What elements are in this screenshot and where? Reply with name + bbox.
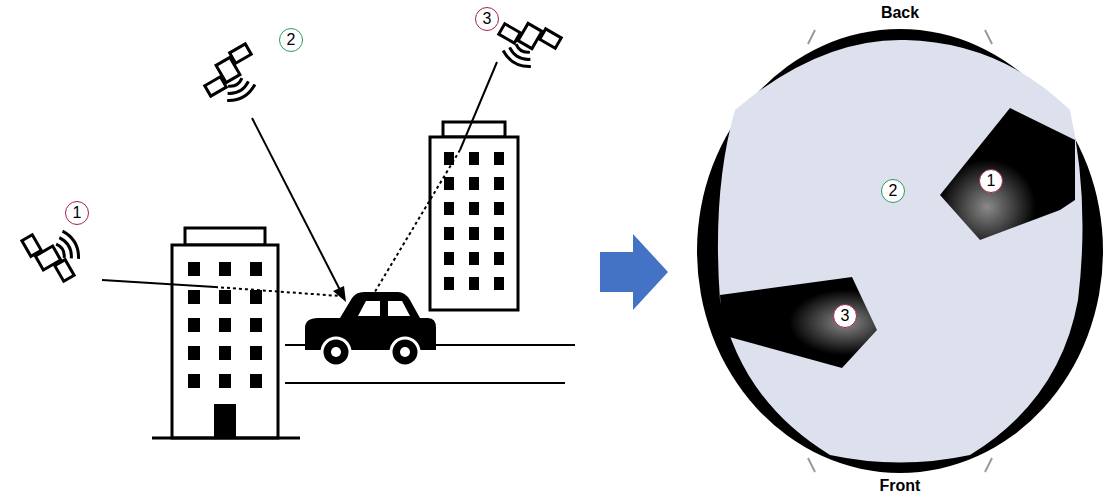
signal-line — [460, 62, 497, 150]
building — [152, 228, 300, 438]
blocked-signal-line — [370, 150, 460, 300]
callout-text: 3 — [841, 308, 850, 324]
satellite — [490, 10, 561, 77]
callout-number: 2 — [881, 179, 905, 203]
arrow-head — [333, 286, 346, 302]
callout-text: 3 — [483, 11, 492, 27]
callout-text: 2 — [889, 183, 898, 199]
signal-line — [252, 118, 340, 290]
blocked-signal-line — [215, 287, 340, 296]
direction-label: Front — [880, 477, 921, 495]
satellite — [22, 218, 89, 289]
block-arrow — [600, 234, 668, 310]
callout-number: 3 — [475, 7, 499, 31]
callout-number: 2 — [279, 28, 303, 52]
building — [430, 122, 518, 310]
sky-image — [697, 29, 1103, 473]
callout-number: 1 — [65, 201, 89, 225]
car — [305, 292, 436, 366]
road-line — [285, 382, 565, 384]
signal-line — [102, 280, 215, 287]
callout-text: 1 — [987, 173, 996, 189]
satellite — [197, 44, 268, 111]
direction-label: Back — [881, 4, 919, 22]
callout-text: 1 — [73, 205, 82, 221]
callout-number: 1 — [979, 169, 1003, 193]
callout-number: 3 — [833, 304, 857, 328]
callout-text: 2 — [287, 32, 296, 48]
